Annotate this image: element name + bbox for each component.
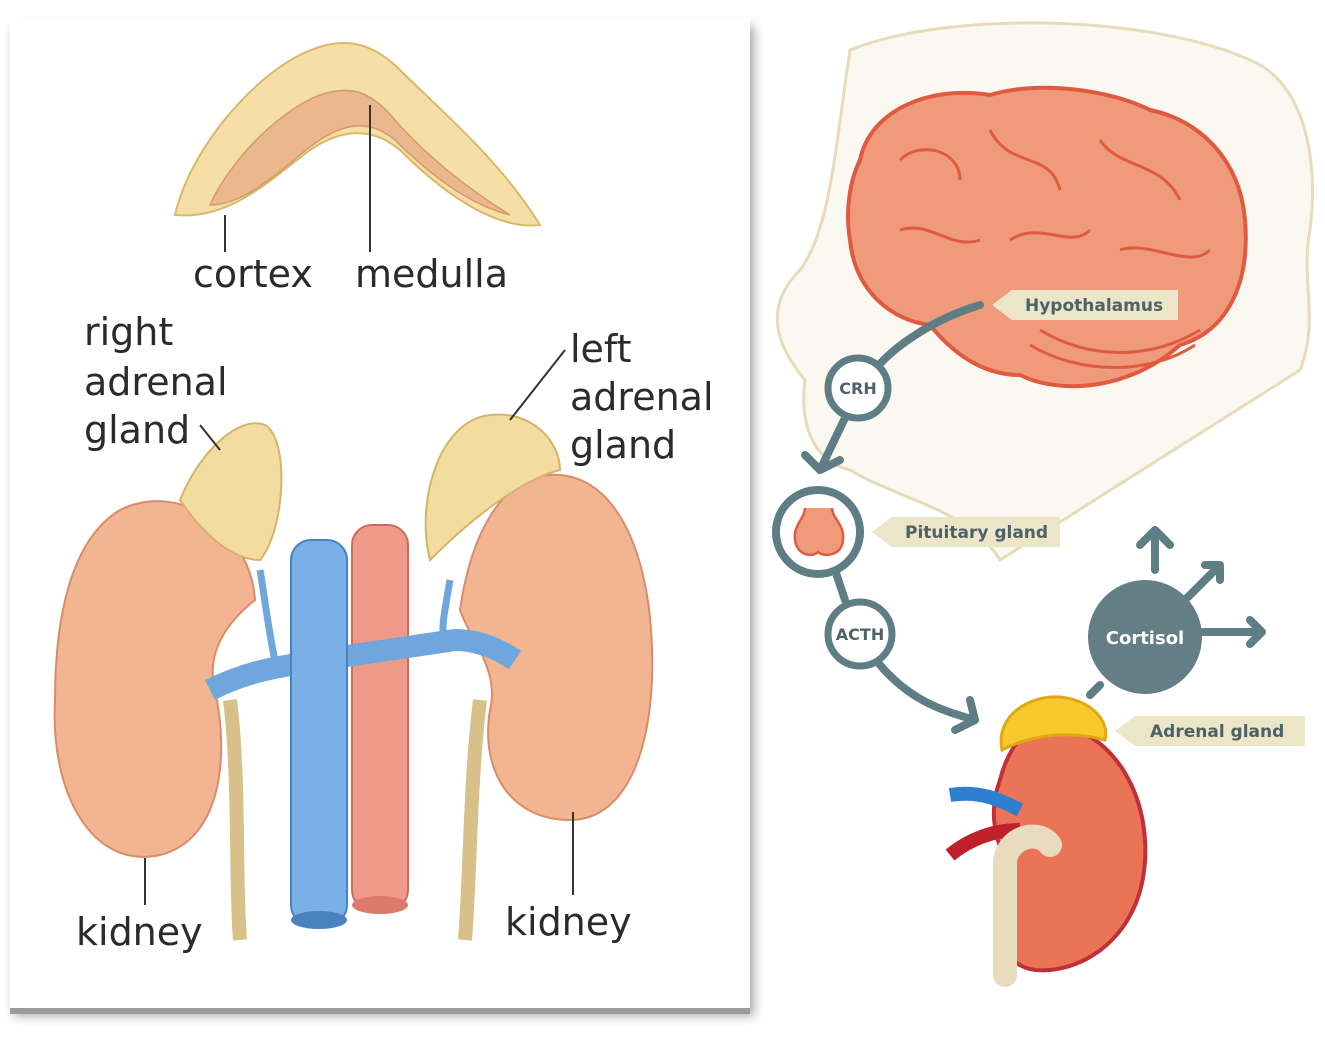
kidneys-illustration: right adrenal gland left adrenal gland k… <box>53 310 714 954</box>
label-cortex: cortex <box>193 252 313 296</box>
crh-label: CRH <box>839 379 876 398</box>
label-right-adrenal-line3: gland <box>84 408 190 452</box>
kidney-adrenal-icon <box>945 695 1148 987</box>
tag-adrenal: Adrenal gland <box>1115 716 1305 746</box>
crh-node: CRH <box>824 354 892 422</box>
adrenal-label: Adrenal gland <box>1150 722 1284 742</box>
cortisol-node: Cortisol <box>1088 580 1202 694</box>
acth-node: ACTH <box>824 598 896 670</box>
label-left-adrenal-line3: gland <box>570 423 676 467</box>
pituitary-label: Pituitary gland <box>905 523 1048 543</box>
tag-hypothalamus: Hypothalamus <box>992 290 1178 320</box>
cortisol-label: Cortisol <box>1106 628 1184 649</box>
acth-label: ACTH <box>836 625 884 644</box>
adrenal-cross-section: cortex medulla <box>173 42 542 296</box>
hypothalamus-label: Hypothalamus <box>1025 296 1163 316</box>
label-kidney-left: kidney <box>76 910 203 954</box>
label-left-adrenal-line2: adrenal <box>570 375 714 419</box>
label-medulla: medulla <box>355 252 508 296</box>
label-kidney-right: kidney <box>505 900 632 944</box>
pituitary-icon <box>793 507 845 557</box>
label-right-adrenal-line2: adrenal <box>84 360 228 404</box>
tag-pituitary: Pituitary gland <box>872 517 1060 547</box>
label-right-adrenal-line1: right <box>84 310 173 354</box>
pituitary-node <box>772 486 864 578</box>
label-left-adrenal-line1: left <box>570 327 632 371</box>
hormone-flow <box>801 301 1266 734</box>
